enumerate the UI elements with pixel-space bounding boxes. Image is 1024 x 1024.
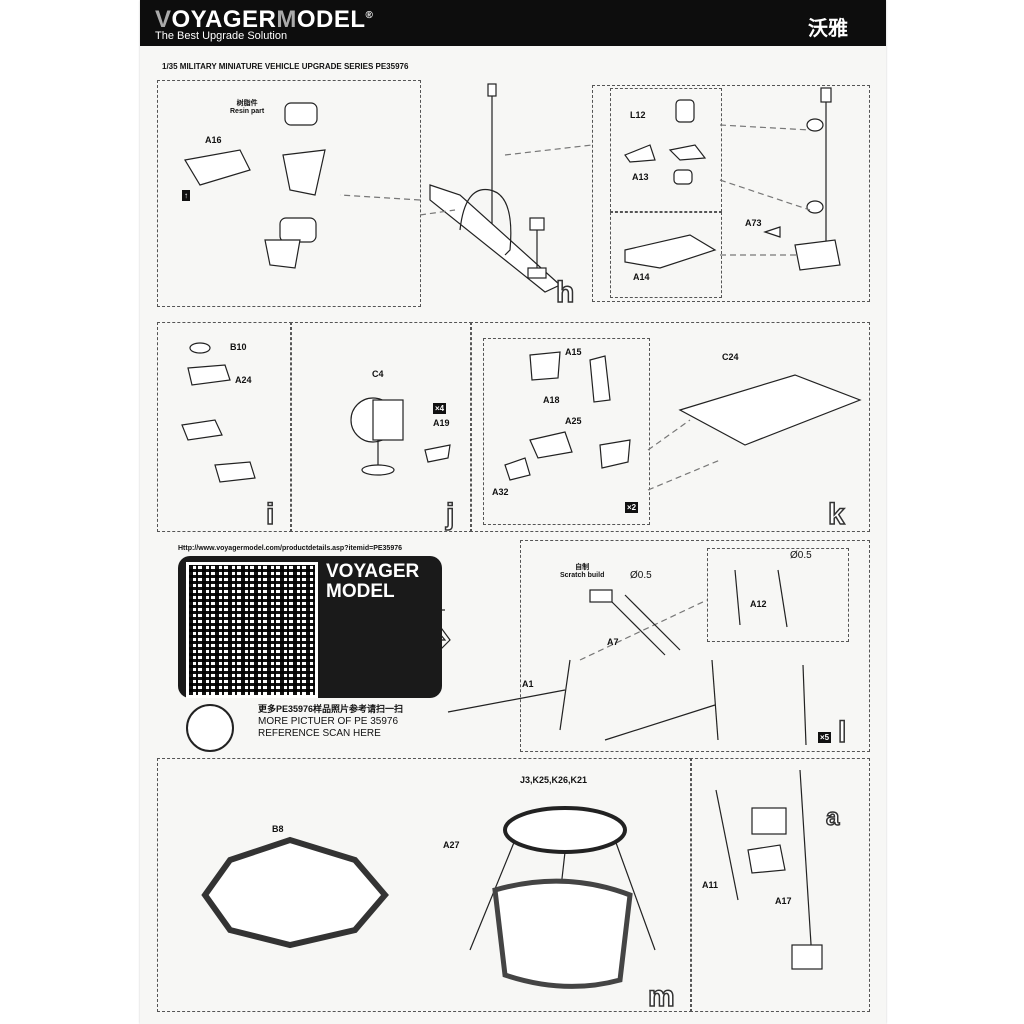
part-label: A19 (433, 418, 450, 428)
panel-l-inset (707, 548, 849, 642)
mascot-icon (186, 704, 234, 752)
parts-group-label: J3,K25,K26,K21 (520, 775, 588, 785)
brand-logo: VOYAGERMODEL® (155, 6, 373, 34)
registered-mark: ® (365, 10, 374, 21)
part-label: A1 (522, 679, 534, 689)
part-label: A15 (565, 347, 582, 357)
scratch-cn: 自制 (575, 564, 590, 571)
part-label: A11 (702, 880, 719, 890)
part-label: A32 (492, 487, 509, 497)
part-label: A16 (205, 135, 222, 145)
step-letter-l: l (837, 716, 847, 749)
panel-i (157, 322, 292, 532)
panel-h-left (157, 80, 421, 307)
step-letter-h: h (555, 276, 575, 309)
part-label: B10 (230, 342, 247, 352)
logo-letter-v: V (155, 6, 172, 33)
part-label: A13 (632, 172, 649, 182)
scan-text-cn: 更多PE35976样品照片参考请扫一扫 (258, 704, 404, 714)
scratch-en: Scratch build (560, 572, 605, 579)
logo-text-1: OYAGER (171, 6, 277, 33)
scan-line1: MORE PICTUER OF PE 35976 (258, 716, 399, 727)
panel-k (470, 322, 870, 532)
panel-m (157, 758, 692, 1012)
quantity-badge: ×5 (818, 732, 832, 743)
logo-text-2: ODEL (296, 6, 366, 33)
tagline: The Best Upgrade Solution (155, 30, 288, 42)
step-letter-k: k (827, 498, 845, 531)
part-label: C4 (372, 369, 384, 379)
scan-line2: REFERENCE SCAN HERE (258, 728, 381, 739)
part-label: A7 (607, 637, 619, 647)
step-letter-a: a (825, 804, 840, 831)
panel-j (290, 322, 472, 532)
up-arrow-icon: ↑ (182, 190, 190, 201)
diameter-label: Ø0.5 (790, 550, 812, 561)
part-label: A27 (443, 840, 460, 850)
part-label: A18 (543, 395, 560, 405)
panel-h-inset-l12 (610, 88, 722, 212)
panel-a (690, 758, 870, 1012)
step-letter-j: j (445, 498, 455, 531)
logo-letter-m: M (276, 6, 297, 33)
qr-logo-line1: VOYAGER (326, 561, 420, 582)
panel-h-right (592, 85, 870, 302)
resin-part-en: Resin part (230, 108, 265, 115)
part-label: A24 (235, 375, 252, 385)
series-title: 1/35 MILITARY MINIATURE VEHICLE UPGRADE … (162, 62, 409, 71)
product-url[interactable]: Http://www.voyagermodel.com/productdetai… (178, 545, 402, 552)
step-letter-i: i (265, 498, 275, 531)
part-label: A14 (633, 272, 650, 282)
part-label: A25 (565, 416, 582, 426)
part-label: A17 (775, 896, 792, 906)
header-bar (140, 0, 886, 46)
diameter-label: Ø0.5 (630, 570, 652, 581)
panel-l (520, 540, 870, 752)
panel-h-inset-a14 (610, 212, 722, 298)
step-letter-m: m (647, 980, 675, 1013)
qr-code[interactable] (186, 562, 318, 698)
part-label: L12 (630, 110, 646, 120)
resin-part-cn: 树脂件 (236, 100, 258, 107)
brand-chinese: 沃雅 (808, 18, 848, 40)
quantity-badge: ×4 (433, 403, 447, 414)
part-label: B8 (272, 824, 284, 834)
part-label: A12 (750, 599, 767, 609)
part-label: C24 (722, 352, 739, 362)
part-label: A73 (745, 218, 762, 228)
quantity-badge: ×2 (625, 502, 639, 513)
qr-logo-line2: MODEL (326, 581, 395, 602)
